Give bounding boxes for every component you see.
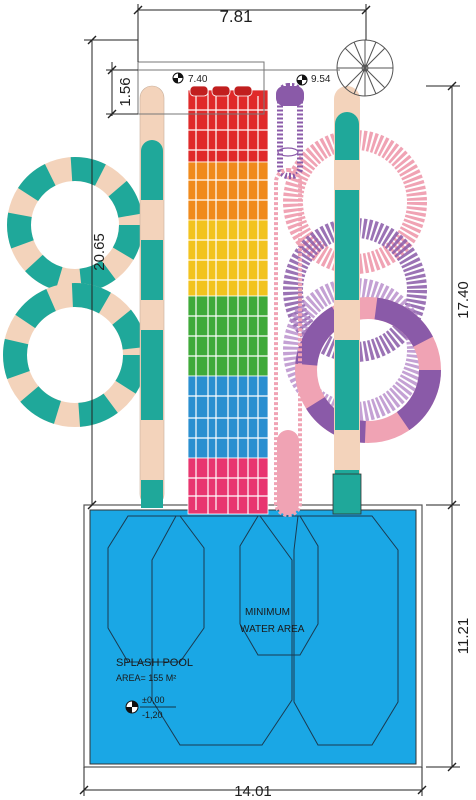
zone-outline bbox=[151, 515, 293, 746]
rainbow-slide-tower bbox=[187, 85, 269, 515]
tube-ring bbox=[277, 147, 299, 157]
right-tube-band bbox=[335, 300, 359, 340]
loop-ring-accent bbox=[7, 157, 143, 293]
splash-pool: SPLASH POOL AREA= 155 M² ±0,00 -1,20 MIN… bbox=[83, 504, 423, 768]
right-tube-band bbox=[335, 160, 359, 190]
zone-outline bbox=[293, 515, 399, 746]
dimension-ticks bbox=[79, 5, 457, 795]
teal-tube-band bbox=[141, 300, 163, 330]
top-platform bbox=[137, 61, 340, 115]
elevation-marker-icon bbox=[125, 700, 139, 714]
water-zone-outlines bbox=[107, 515, 399, 746]
right-loop-slides bbox=[274, 83, 441, 517]
elevation-marker-icon bbox=[296, 74, 308, 86]
dim-pool-depth: 11.21 bbox=[455, 618, 472, 654]
dim-right-height: 17.40 bbox=[455, 281, 472, 319]
lane-cap bbox=[189, 85, 209, 97]
dim-bottom-width: 14.01 bbox=[234, 783, 272, 800]
zone-outline bbox=[239, 515, 319, 656]
dim-slide-small: 7.40 bbox=[188, 74, 208, 85]
pink-tube bbox=[274, 168, 302, 517]
zone-label-line1: MINIMUM bbox=[245, 607, 290, 618]
elevation-marker-icon bbox=[172, 72, 184, 84]
pink-tube-lower bbox=[277, 430, 299, 515]
right-tube-band bbox=[335, 430, 359, 470]
loop-ring-accent bbox=[3, 283, 147, 427]
right-tube-end bbox=[332, 473, 362, 515]
lane-cap bbox=[233, 85, 253, 97]
left-loop-slides bbox=[3, 85, 165, 508]
zone-outline bbox=[107, 515, 205, 663]
pool-name: SPLASH POOL bbox=[116, 657, 193, 669]
lane-cap bbox=[211, 85, 231, 97]
teal-tube-band bbox=[141, 420, 163, 480]
lane-grid bbox=[188, 90, 268, 514]
zone-label-line2: WATER AREA bbox=[240, 624, 305, 635]
pool-water bbox=[89, 509, 417, 765]
pool-area: AREA= 155 M² bbox=[116, 673, 176, 683]
dim-left-offset: 1.56 bbox=[117, 77, 134, 106]
tube-end bbox=[141, 488, 163, 508]
teal-tube-band bbox=[141, 200, 163, 240]
solid-loop-accent bbox=[295, 297, 441, 443]
dim-top-width: 7.81 bbox=[219, 7, 252, 26]
level-top: ±0,00 bbox=[142, 695, 164, 705]
dimension-lines bbox=[83, 4, 460, 796]
dim-slide-small-2: 9.54 bbox=[311, 74, 331, 85]
ferris-wheel-icon bbox=[336, 39, 394, 97]
level-bottom: -1,20 bbox=[142, 710, 163, 720]
purple-tube-cap bbox=[276, 86, 304, 106]
platform-marker bbox=[172, 72, 308, 86]
dim-tower-height: 20.65 bbox=[91, 233, 108, 271]
